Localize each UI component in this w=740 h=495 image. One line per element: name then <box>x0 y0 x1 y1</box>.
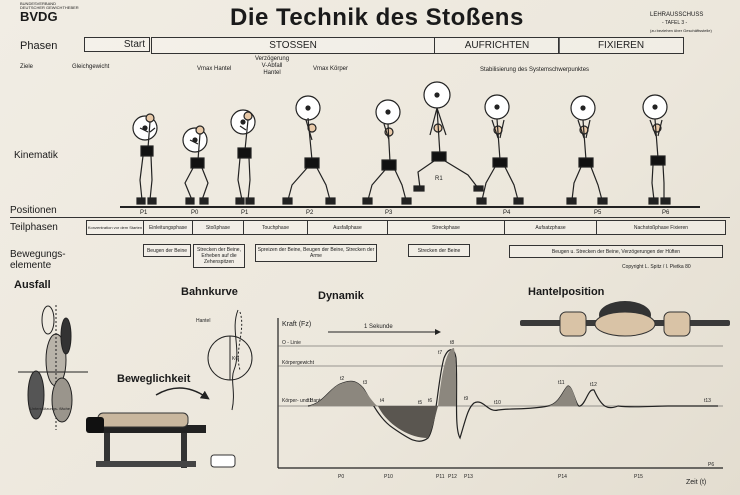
p-labels: P0 P10 P11 P12 P13 P14 P15 P6 <box>338 462 714 480</box>
position-marker-3: P1 <box>241 210 249 216</box>
dynamik-chart: Kraft (Fz) Zeit (t) 1 Sekunde O - Linie … <box>277 318 723 486</box>
svg-text:t4: t4 <box>380 398 384 404</box>
bewegung-label: Bewegungs- elemente <box>10 249 66 271</box>
ausfall-heading: Ausfall <box>14 279 51 291</box>
lifter-figure-9 <box>642 94 671 205</box>
svg-text:P0: P0 <box>338 474 344 480</box>
bahnkurve-heading: Bahnkurve <box>181 286 238 298</box>
dynamik-heading: Dynamik <box>318 290 364 302</box>
phase-fixieren: FIXIEREN <box>558 37 684 54</box>
teilphase-aufsatz: Aufsatzphase <box>504 220 597 235</box>
goals-label: Ziele <box>20 64 34 70</box>
svg-text:t1: t1 <box>308 398 312 404</box>
org-line2: DEUTSCHER GEWICHTHEBER <box>20 5 79 10</box>
phase-aufrichten: AUFRICHTEN <box>434 37 560 54</box>
svg-text:t12: t12 <box>590 382 597 388</box>
org-line1: BUNDESVERBAND <box>20 1 57 6</box>
org-abbr: BVDG <box>20 9 58 24</box>
teilphase-touch: Touchphase <box>243 220 308 235</box>
bewegung-beugen-strecken: Beugen u. Strecken der Beine, Verzögerun… <box>509 245 723 258</box>
y-axis-label: Kraft (Fz) <box>282 321 311 328</box>
svg-text:t7: t7 <box>438 350 442 356</box>
bewegung-strecken-zehen: Strecken der Beine, Erheben auf die Zehe… <box>193 244 245 268</box>
position-marker-6: P4 <box>503 210 511 216</box>
beweglichkeit-heading: Beweglichkeit <box>117 373 191 385</box>
goal-gleichgewicht: Gleichgewicht <box>72 64 110 70</box>
svg-text:P11: P11 <box>436 474 445 480</box>
sheet-label: - TAFEL 3 - <box>662 20 688 26</box>
goal-verzoegerung: Verzögerung V-Abfall Hantel <box>255 56 290 76</box>
goal-vmax-hantel: Vmax Hantel <box>197 66 232 72</box>
position-marker-4: P2 <box>306 210 314 216</box>
teilphase-einleitung: Einleitungsphase <box>143 220 193 235</box>
unterstuetzungsflaeche-label: Unterstützungs- fläche <box>30 406 71 411</box>
svg-text:P10: P10 <box>384 474 393 480</box>
t-labels: t1 t2 t3 t4 t5 t6 t7 t8 t9 t10 t11 t12 t… <box>308 340 711 406</box>
phase-start: Start <box>84 37 150 52</box>
svg-text:P12: P12 <box>448 474 457 480</box>
bewegung-strecken: Strecken der Beine <box>408 244 470 257</box>
svg-text:t8: t8 <box>450 340 454 346</box>
beweglichkeit-image <box>86 387 236 468</box>
svg-text:P13: P13 <box>464 474 473 480</box>
bahnkurve-diagram: Hantel KG <box>196 309 253 411</box>
goal-stabilisierung: Stabilisierung des Systemschwerpunktes <box>480 67 590 73</box>
position-marker-2: P0 <box>191 210 199 216</box>
sekunde-label: 1 Sekunde <box>364 324 393 330</box>
phases-label: Phasen <box>20 40 58 52</box>
ausfall-diagram: Unterstützungs- fläche <box>18 305 88 430</box>
svg-text:t9: t9 <box>464 396 468 402</box>
svg-text:t11: t11 <box>558 380 565 386</box>
svg-text:P15: P15 <box>634 474 643 480</box>
position-marker-8: P6 <box>662 210 670 216</box>
positions-divider <box>10 217 730 218</box>
lifter-figure-3 <box>230 109 256 205</box>
position-marker-7: P5 <box>594 210 602 216</box>
lifter-figure-6: R1 <box>413 81 484 192</box>
svg-text:t13: t13 <box>704 398 711 404</box>
teilphasen-label: Teilphasen <box>10 222 58 233</box>
svg-text:t5: t5 <box>418 400 422 406</box>
svg-text:t6: t6 <box>428 398 432 404</box>
teilphase-stoss: Stoßphase <box>192 220 244 235</box>
svg-text:t10: t10 <box>494 400 501 406</box>
svg-text:P6: P6 <box>708 462 714 468</box>
lifter-figure-4 <box>282 95 336 205</box>
force-curve <box>307 349 718 442</box>
sheet-subnote: (zu beziehen über Geschäftsstelle) <box>650 28 712 33</box>
teilphase-streck: Streckphase <box>387 220 505 235</box>
x-axis-label: Zeit (t) <box>686 479 706 486</box>
teilphase-ausfall: Ausfallphase <box>307 220 388 235</box>
svg-text:t3: t3 <box>363 380 367 386</box>
svg-text:P14: P14 <box>558 474 567 480</box>
r1-mark: R1 <box>435 176 443 182</box>
teilphase-nachstoss: Nachstoßphase Fixieren <box>596 220 726 235</box>
hantel-label: Hantel <box>196 318 210 324</box>
o-linie-label: O - Linie <box>282 340 301 346</box>
bewegung-beugen: Beugen der Beine <box>143 244 191 257</box>
lifter-figure-8 <box>566 95 608 205</box>
koerpergewicht-label: Körpergewicht <box>282 360 315 366</box>
position-marker-5: P3 <box>385 210 393 216</box>
hantelposition-image <box>520 301 730 337</box>
teilphase-konzentration: Konzentration vor dem Starten <box>86 220 144 235</box>
svg-text:t2: t2 <box>340 376 344 382</box>
koerper-hantel-label: Körper- und Hantelgewicht <box>282 398 342 404</box>
kg-label: KG <box>232 356 239 362</box>
page-title: Die Technik des Stoßens <box>230 4 524 31</box>
copyright: Copyright L. Spitz / I. Pietka 80 <box>622 264 691 270</box>
lifter-figure-7 <box>476 94 524 205</box>
goal-vmax-koerper: Vmax Körper <box>313 66 349 72</box>
hantelposition-heading: Hantelposition <box>528 286 605 298</box>
lifter-figure-2 <box>182 125 209 205</box>
bewegung-spreizen: Spreizen der Beine, Beugen der Beine, St… <box>255 244 377 262</box>
kinematik-label: Kinematik <box>14 150 58 161</box>
position-marker-1: P1 <box>140 210 148 216</box>
lifter-figure-5 <box>362 99 412 205</box>
lifter-figure-1 <box>132 113 158 205</box>
positions-label: Positionen <box>10 205 57 216</box>
series-label: LEHRAUSSCHUSS <box>650 12 704 18</box>
